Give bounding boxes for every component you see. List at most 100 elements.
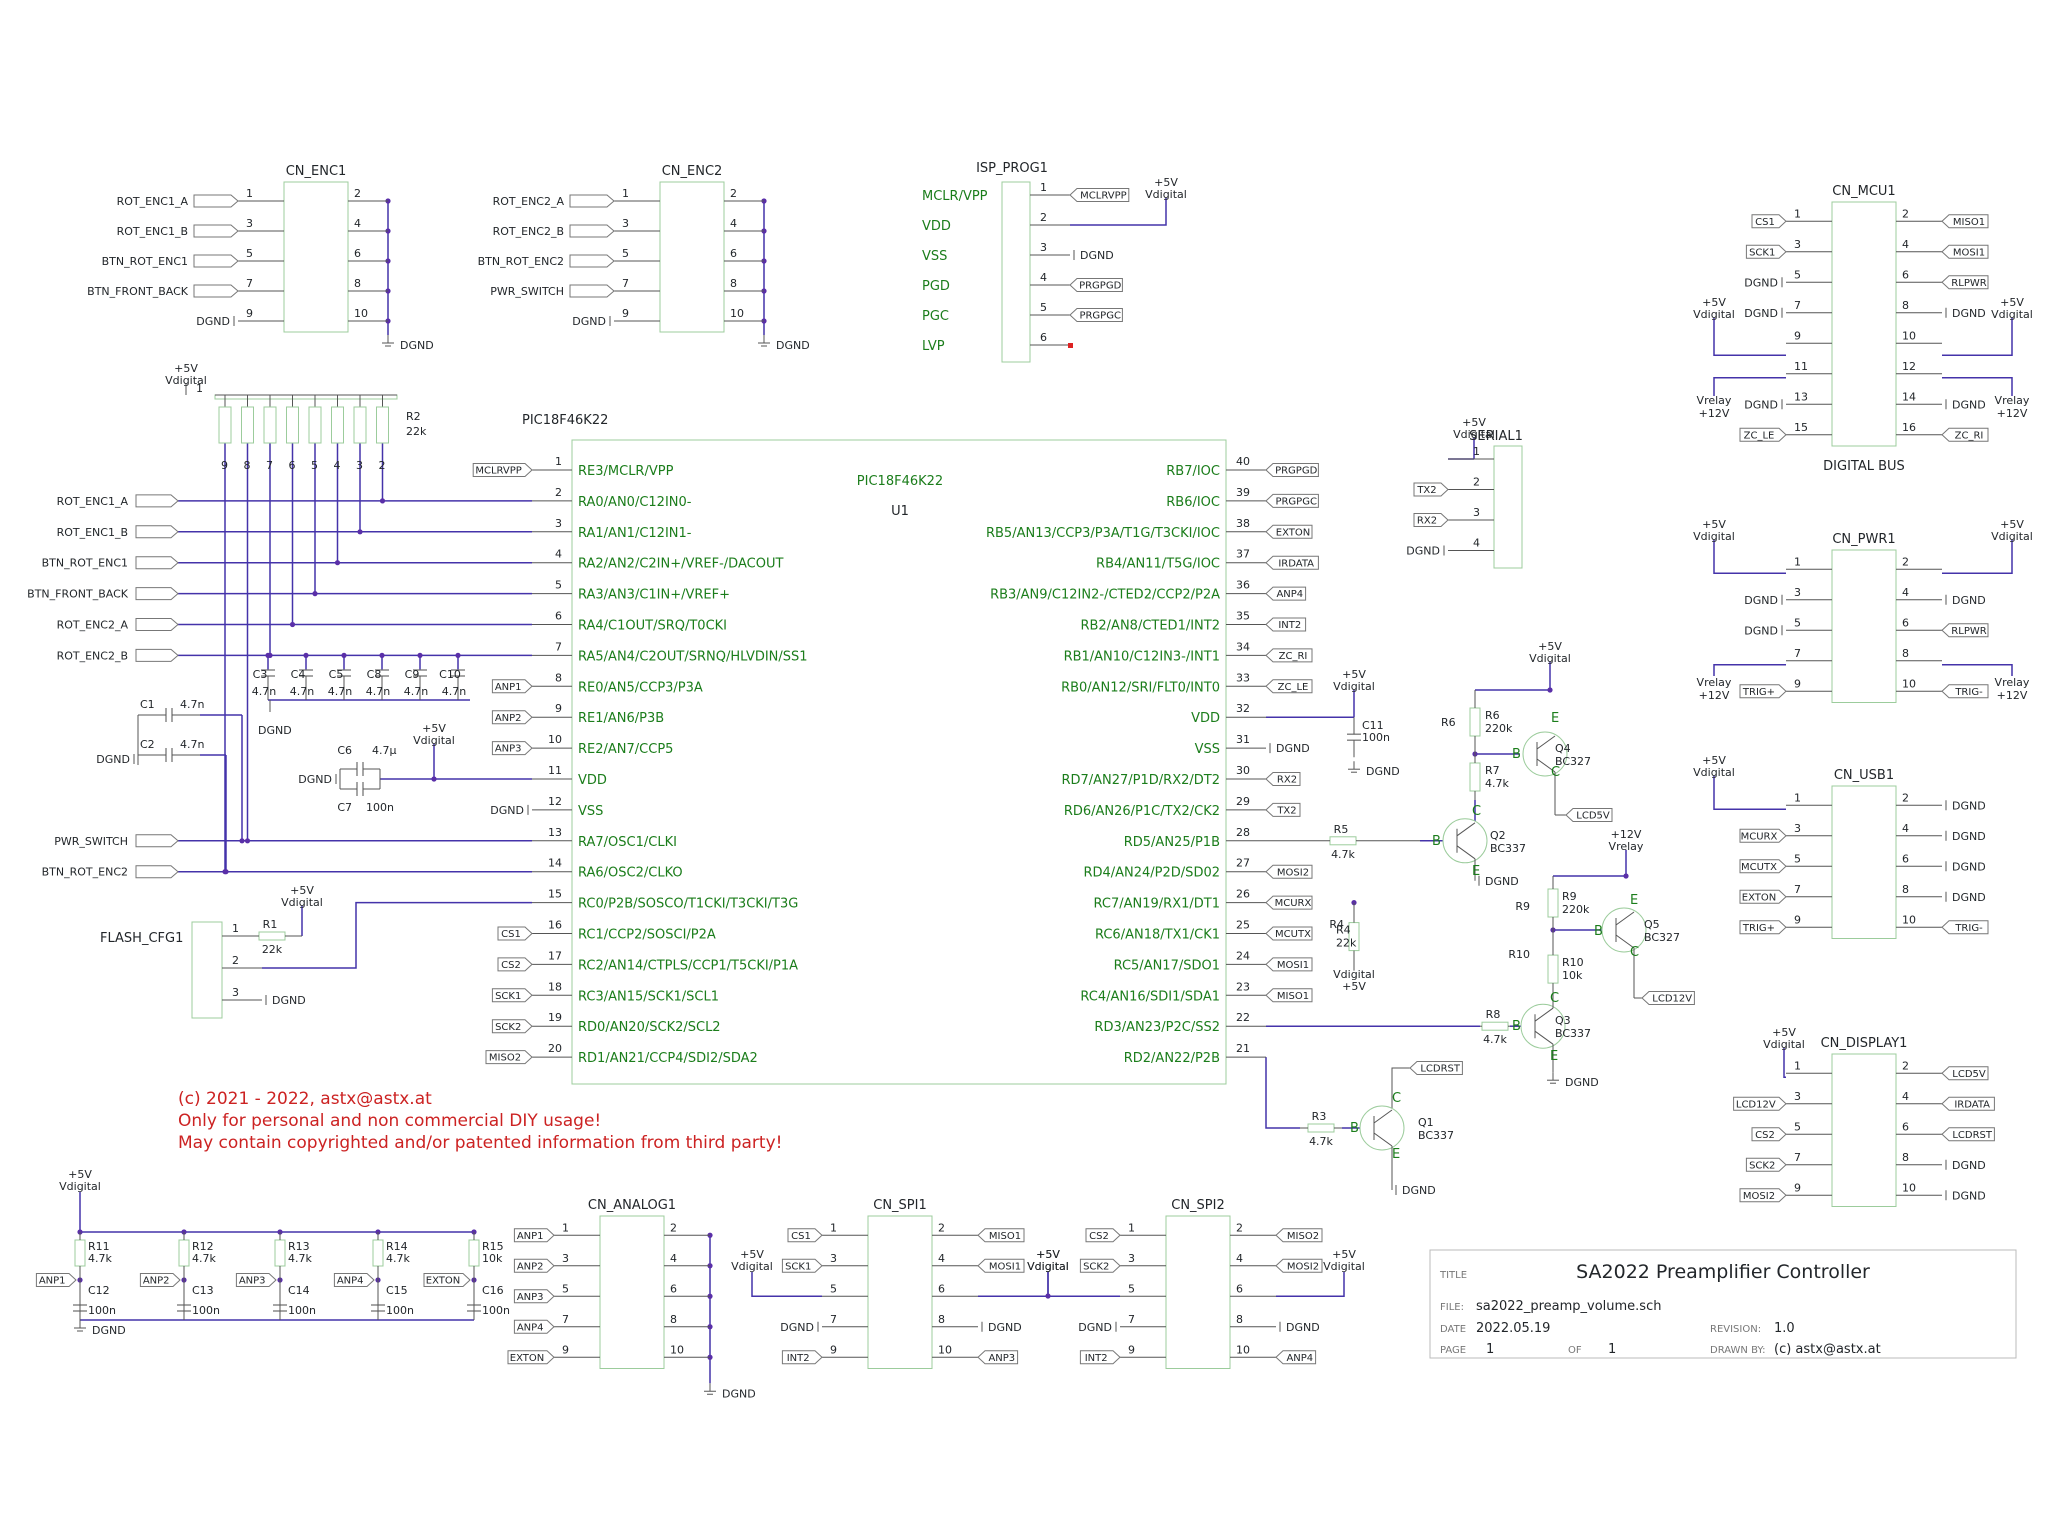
cn-display-net-flag-text: LCDRST (1952, 1130, 1993, 1141)
cn-analog-pin-number: 7 (562, 1313, 569, 1326)
cn-mcu-net-flag (1941, 214, 1989, 229)
cn-usb-pin-number: 5 (1794, 852, 1801, 865)
resistor-value: 10k (1562, 969, 1583, 982)
cn-display-net-flag-text: CS2 (1755, 1130, 1775, 1141)
mcu-left-flag (491, 741, 533, 756)
title-block-date-label: DATE (1440, 1324, 1466, 1335)
analog-resistor-name: R11 (88, 1240, 110, 1253)
mcu-designator: U1 (891, 504, 909, 519)
left-net-label: BTN_FRONT_BACK (27, 588, 129, 601)
mcu-pin-name: RA5/AN4/C2OUT/SRNQ/HLVDIN/SS1 (578, 649, 808, 664)
transistor-body (1359, 1105, 1405, 1151)
title-block-file: sa2022_preamp_volume.sch (1476, 1299, 1661, 1314)
junction-dot (1623, 873, 1629, 879)
mcu-pin-name: RC5/AN17/SDO1 (1114, 958, 1220, 973)
gnd-label: DGND (1366, 765, 1400, 778)
cn-pwr-net-flag-text: TRIG+ (1742, 687, 1775, 698)
supply-label: Vdigital (1991, 308, 2033, 321)
cn-pwr-pin-number: 6 (1902, 616, 1909, 629)
analog-resistor (74, 1239, 86, 1267)
cn-analog-net-flag-text: ANP3 (517, 1292, 544, 1303)
cn-mcu-pin-number: 4 (1902, 238, 1909, 251)
cn-usb-net-flag (1739, 920, 1787, 935)
cn-pwr-pin-number: 2 (1902, 555, 1909, 568)
cn-display-net-flag-text: IRDATA (1954, 1099, 1990, 1110)
cn-pwr-net-flag (1941, 623, 1989, 638)
supply-label: Vdigital (1027, 1260, 1069, 1273)
rnet-resistor (218, 406, 232, 444)
transistor-name: Q5 (1644, 918, 1660, 931)
cn-enc2-pin-number: 8 (730, 277, 737, 290)
transistor-part: BC337 (1490, 842, 1526, 855)
left-net-label: ROT_ENC1_B (57, 526, 128, 539)
cn-pwr-5v-left (1713, 540, 1786, 574)
cn-enc1-port (193, 194, 239, 208)
cn-usb-net-flag-text: TRIG- (1954, 923, 1983, 934)
cn-enc2-net-label: BTN_ROT_ENC2 (478, 255, 564, 268)
mcu-pin-number: 33 (1236, 671, 1250, 684)
cn-enc2-port (569, 224, 615, 238)
resistor-value: 22k (262, 943, 283, 956)
resistor-body (1547, 888, 1559, 918)
resistor-value: 22k (1336, 937, 1357, 950)
cn-display-5v (1783, 1048, 1786, 1078)
mcu-pin-number: 40 (1236, 455, 1250, 468)
mcu-pin-number: 20 (548, 1042, 562, 1055)
cn-analog-net-flag-text: ANP4 (517, 1322, 544, 1333)
transistor-collector (1536, 735, 1556, 750)
cn-spi1-net-flag (977, 1350, 1019, 1365)
transistor-emitter (1615, 934, 1635, 949)
cn-enc2-body (659, 181, 725, 333)
rnet-pin-number: 3 (356, 459, 363, 472)
cn-spi2-net-flag (1079, 1258, 1121, 1273)
mcu-pin-name: RC7/AN19/RX1/DT1 (1094, 897, 1220, 912)
cn-pwr-5v-right (1942, 540, 2013, 574)
mcu-pin-number: 10 (548, 733, 562, 746)
left-net-label: ROT_ENC2_A (57, 619, 129, 632)
resistor-body (1329, 836, 1357, 846)
gnd-label: DGND (196, 315, 230, 328)
junction-dot (334, 560, 341, 566)
copyright-note: May contain copyrighted and/or patented … (178, 1133, 782, 1153)
junction-dot (244, 838, 251, 844)
mcu-pin-number: 17 (548, 949, 562, 962)
cn-spi1-pin-number: 10 (938, 1343, 952, 1356)
cn-enc1-name: CN_ENC1 (286, 164, 347, 179)
resistor-body (258, 931, 286, 941)
cn-mcu-12v-left (1713, 377, 1786, 396)
mcu-pin-name: RA0/AN0/C12IN0- (578, 495, 692, 510)
cn-pwr-12v-left (1713, 664, 1786, 676)
mcu-pin-name: RC0/P2B/SOSCO/T1CKI/T3CKI/T3G (578, 897, 798, 912)
mcu-pin-number: 18 (548, 980, 562, 993)
supply-label: Vdigital (413, 734, 455, 747)
cn-mcu-name: CN_MCU1 (1832, 184, 1895, 199)
cn-usb-5v (1713, 776, 1786, 810)
rnet-pin-number: 5 (311, 459, 318, 472)
cn-enc1-port (193, 224, 239, 238)
gnd-label: DGND (1276, 742, 1310, 755)
serial-name: SERIAL1 (1469, 429, 1523, 444)
cn-mcu-pin-number: 5 (1794, 268, 1801, 281)
junction-dot (341, 652, 347, 659)
cn-analog-net-flag (513, 1228, 555, 1243)
cn-enc1-net-label: BTN_ROT_ENC1 (102, 255, 188, 268)
mcu-pin-name: RA4/C1OUT/SRQ/T0CKI (578, 619, 727, 634)
cn-enc2-pin-number: 9 (622, 307, 629, 320)
cn-analog-net-flag (507, 1350, 555, 1365)
cn-display-net-flag-text: MOSI2 (1743, 1191, 1775, 1202)
cn-enc1-pin-number: 8 (354, 277, 361, 290)
cn-enc1-pin-number: 5 (246, 247, 253, 260)
left-net-port (135, 525, 179, 539)
mcu-right-flag-text: MCURX (1275, 898, 1312, 909)
cn-pwr-pin-number: 1 (1794, 555, 1801, 568)
cn-analog-body (599, 1215, 665, 1369)
transistor-part: BC337 (1555, 1027, 1591, 1040)
cn-enc2-pin-number: 2 (730, 187, 737, 200)
supply-label: Vdigital (1145, 188, 1187, 201)
serial-net-flag (1413, 482, 1449, 497)
cap-row-value: 4.7n (290, 685, 314, 698)
mcu-pin-number: 5 (555, 579, 562, 592)
cn-enc2-pin-number: 7 (622, 277, 629, 290)
analog-resistor (372, 1239, 384, 1267)
mcu-pin-name: RB0/AN12/SRI/FLT0/INT0 (1061, 680, 1220, 695)
